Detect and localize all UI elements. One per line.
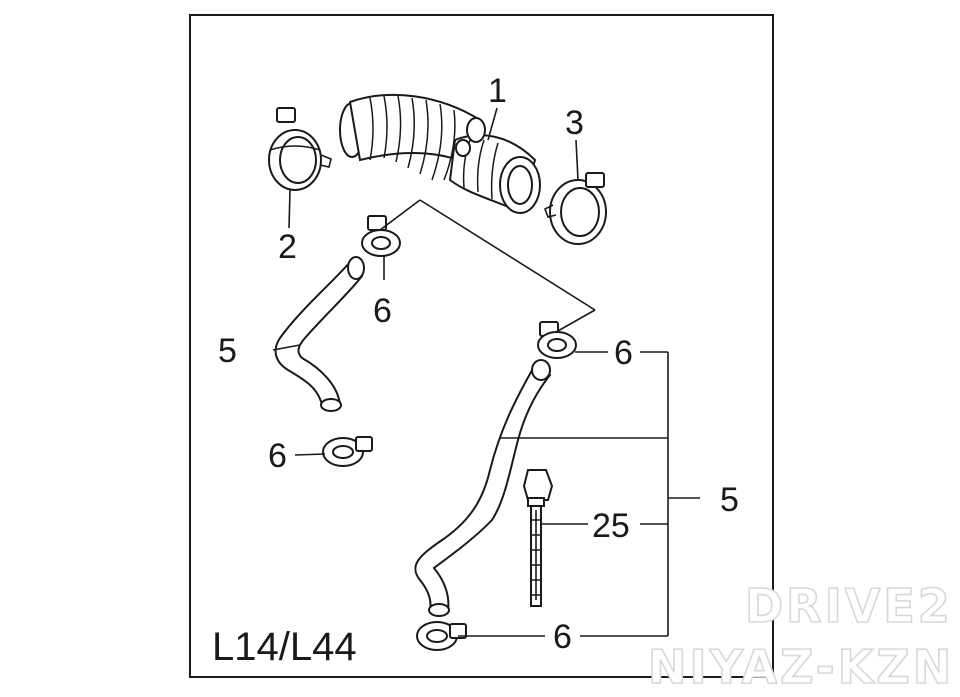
model-label: L14/L44 [212, 625, 357, 669]
diagram-frame [189, 14, 774, 678]
callout-left-upper-clip: 6 [373, 292, 392, 330]
callout-left-lower-clip: 6 [268, 437, 287, 475]
callout-tie-strap: 25 [592, 507, 630, 545]
callout-right-lower-clip: 6 [553, 618, 572, 656]
leader-lines [272, 107, 700, 637]
left-upper-clip-part [361, 215, 401, 257]
watermark-line1: DRIVE2 [745, 579, 953, 633]
right-breather-hose-part [414, 359, 552, 617]
watermark-line2: NIYAZ-KZN [648, 640, 954, 694]
front-clamp-part [268, 107, 332, 191]
right-upper-clip-part [537, 321, 577, 359]
callout-rear-clamp: 3 [565, 104, 584, 142]
callout-front-clamp: 2 [278, 228, 297, 266]
left-lower-clip-part [322, 436, 373, 467]
left-breather-hose-part [274, 256, 365, 412]
callout-left-breather-hose: 5 [218, 332, 237, 370]
rear-clamp-part [543, 172, 607, 245]
right-lower-clip-part [416, 621, 467, 651]
callout-right-breather-hose: 5 [720, 481, 739, 519]
callout-hose: 1 [488, 72, 507, 110]
intake-hose-part [339, 93, 541, 214]
callout-right-upper-clip: 6 [614, 334, 633, 372]
tie-strap-part [522, 469, 554, 607]
